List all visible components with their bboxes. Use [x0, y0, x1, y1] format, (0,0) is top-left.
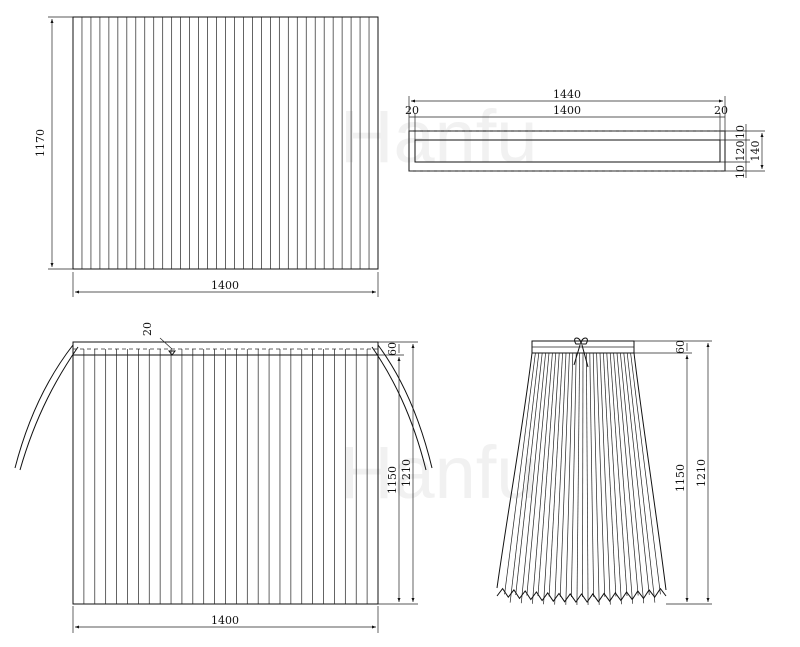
worn-skirt-pleat-line: [576, 352, 580, 605]
worn-skirt-pleat-line: [623, 352, 650, 595]
worn-skirt-body-label: 1150: [674, 464, 687, 492]
panel-pleat-lines: [81, 17, 370, 269]
pleated-panel: [72, 16, 379, 270]
worn-skirt-bow-ties: [573, 344, 589, 368]
waistband-overall-label: 140: [749, 141, 762, 162]
worn-skirt-pleat-line: [548, 352, 563, 597]
waistband-inner-label: 1400: [553, 104, 581, 117]
worn-skirt-pleat-line: [603, 352, 617, 597]
worn-skirt-pleat-line: [613, 352, 633, 604]
worn-skirt-pleat-line: [543, 352, 560, 605]
worn-skirt-pleat-line: [571, 352, 577, 597]
worn-skirt: [496, 337, 667, 605]
watermark-top: Hanfu: [340, 95, 537, 178]
flat-skirt: [14, 341, 433, 605]
worn-skirt-pleat-line: [606, 352, 622, 605]
worn-skirt-left-edge: [496, 352, 533, 589]
waistband-bottom-label: 10: [734, 165, 747, 179]
worn-skirt-pleat-line: [526, 352, 550, 596]
worn-skirt-pleat-line: [532, 352, 553, 604]
worn-skirt-pleat-line: [616, 352, 639, 596]
panel-width-label: 1400: [211, 279, 239, 292]
worn-skirt-pleat-line: [609, 352, 628, 597]
waistband-side-dimensions: 10 120 10 140: [720, 124, 765, 179]
worn-skirt-total-label: 1210: [695, 459, 708, 487]
watermark-bottom: Hanfu: [340, 431, 537, 514]
flat-skirt-height-dimensions: 60 1150 1210: [378, 341, 418, 605]
tie-knot: [168, 350, 176, 356]
worn-skirt-pleat-line: [596, 352, 606, 597]
waistband-total-label: 1440: [553, 88, 581, 101]
worn-skirt-pleat-line: [582, 352, 584, 598]
worn-skirt-pleat-line: [559, 352, 570, 597]
waistband-band-label: 120: [734, 141, 747, 162]
flat-skirt-tie-label: 20: [141, 322, 154, 336]
worn-skirt-pleat-line: [626, 352, 656, 603]
waistband-strip: [408, 130, 726, 172]
worn-skirt-pleat-line: [586, 352, 589, 605]
worn-skirt-pleat-line: [537, 352, 557, 597]
tie-right: [377, 344, 433, 469]
worn-skirt-pleat-line: [592, 352, 600, 605]
worn-skirt-pleat-lines: [504, 352, 661, 605]
worn-skirt-pleat-line: [630, 352, 661, 595]
panel-width-dimension: 1400: [72, 272, 379, 297]
waistband-inner-dimension: 1400 20 20: [405, 104, 728, 140]
panel-height-label: 1170: [34, 129, 47, 157]
flat-skirt-tie-dimension: 20: [141, 322, 173, 350]
flat-skirt-body-label: 1150: [386, 466, 399, 494]
waistband-seam-left-label: 20: [405, 104, 419, 117]
tie-left: [14, 344, 74, 469]
flat-skirt-total-label: 1210: [400, 459, 413, 487]
worn-skirt-pleat-line: [509, 352, 540, 603]
waistband-total-dimension: 1440: [408, 88, 726, 131]
flat-skirt-pleat-lines: [83, 349, 368, 604]
panel-height-dimension: 1170: [34, 16, 73, 270]
worn-skirt-pleat-line: [620, 352, 645, 604]
worn-skirt-bow: [574, 337, 588, 345]
worn-skirt-band-label: 60: [674, 340, 687, 354]
flat-skirt-width-label: 1400: [211, 614, 239, 627]
worn-skirt-pleat-line: [554, 352, 567, 605]
worn-skirt-pleat-line: [589, 352, 594, 597]
waistband-inner: [414, 139, 721, 163]
worn-skirt-right-edge: [633, 352, 667, 591]
waistband-seam-right-label: 20: [714, 104, 728, 117]
worn-skirt-pleat-line: [515, 352, 543, 595]
flat-skirt-band-label: 60: [386, 342, 399, 356]
flat-skirt-width-dimension: 1400: [72, 606, 379, 633]
waistband-top-label: 10: [734, 125, 747, 139]
worn-skirt-pleat-line: [504, 352, 536, 595]
worn-skirt-pleat-line: [565, 352, 574, 605]
worn-skirt-height-dimensions: 60 1150 1210: [634, 340, 712, 605]
worn-skirt-hem: [496, 587, 667, 603]
worn-skirt-pleat-line: [520, 352, 546, 604]
worn-skirt-pleat-line: [599, 352, 611, 605]
